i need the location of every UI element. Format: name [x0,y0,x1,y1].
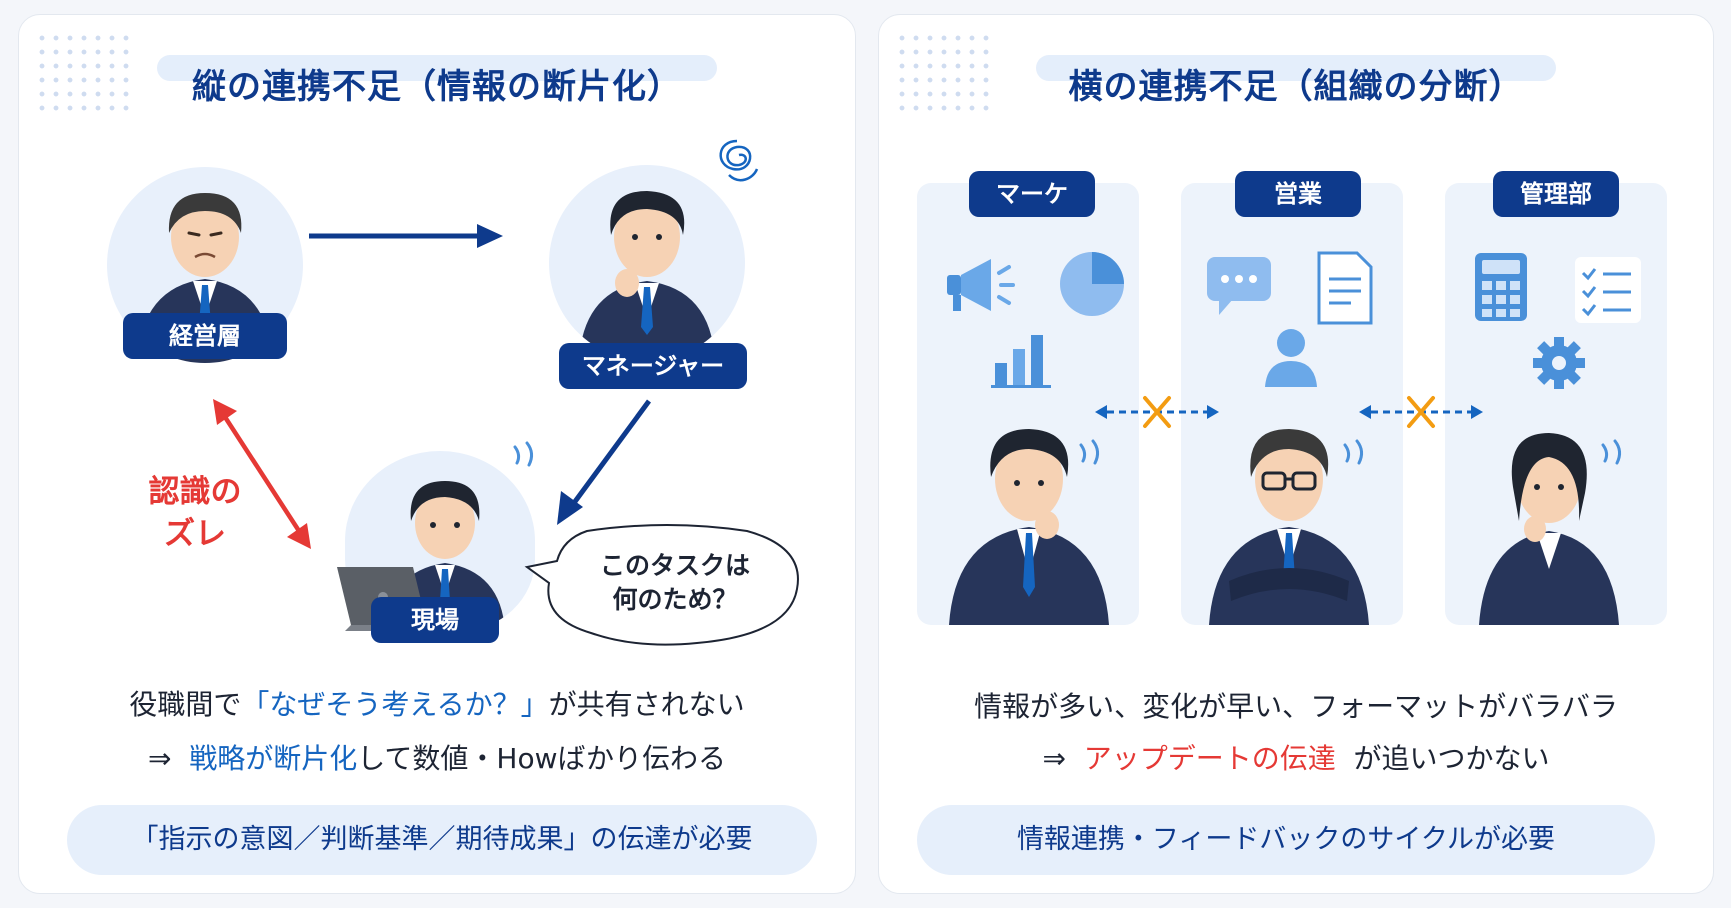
department-label-admin: 管理部 [1493,171,1619,217]
broken-link-marketing-sales [1095,396,1219,428]
admin-person-illustration [1479,433,1619,625]
sweat-drop-icon [1079,439,1100,465]
right-panel-title: 横の連携不足（組織の分断） [1068,67,1524,107]
sales-person-illustration [1209,429,1369,625]
gear-icon [1533,337,1585,389]
arrow-exec-to-manager [309,224,503,248]
manager-label: マネージャー [559,343,747,389]
mismatch-double-arrow [213,399,311,549]
field-label: 現場 [371,597,499,643]
right-summary-pill: 情報連携・フィードバックのサイクルが必要 [917,805,1655,875]
document-icon [1317,251,1373,325]
speech-bubble-text: このタスクは 何のため？ [599,551,750,614]
right-description-line1: 情報が多い、変化が早い、フォーマットがバラバラ [974,690,1618,723]
bar-chart-icon [991,335,1051,388]
sweat-drop-icon [1343,439,1364,465]
left-summary-pill: 「指示の意図／判断基準／期待成果」の伝達が必要 [67,805,817,875]
speech-bubble [524,524,799,646]
left-description-line1: 役職間で「なぜそう考えるか？」が共有されない [129,688,745,721]
department-label-marketing: マーケ [969,171,1095,217]
left-description-line2: ⇒ 戦略が断片化して数値・Howばかり伝わる [147,742,727,775]
megaphone-icon [947,259,1015,311]
manager-avatar [549,165,745,361]
vertical-collaboration-panel: 縦の連携不足（情報の断片化） 経営層 [18,14,856,894]
left-panel-title: 縦の連携不足（情報の断片化） [192,67,682,107]
sweat-drop-icon [1601,439,1622,465]
dot-pattern-decoration [895,31,991,119]
broken-link-sales-admin [1359,396,1483,428]
person-icon [1265,329,1317,387]
title-highlight [1036,55,1556,81]
title-highlight [157,55,717,81]
horizontal-collaboration-panel: 横の連携不足（組織の分断） マーケ 営業 管理部 [878,14,1714,894]
calculator-icon [1475,253,1527,321]
chat-icon [1207,257,1271,315]
pie-chart-icon [1060,252,1124,316]
confused-scribble-icon [719,139,759,182]
dot-pattern-decoration [35,31,131,119]
mismatch-label: 認識の ズレ [148,474,242,552]
sweat-drop-icon [513,441,534,467]
department-label-sales: 営業 [1235,171,1361,217]
arrow-manager-to-field [557,399,652,525]
executive-label: 経営層 [123,313,287,359]
marketing-person-illustration [949,429,1109,625]
checklist-icon [1575,257,1641,323]
right-description-line2: ⇒ アップデートの伝達 が追いつかない [1042,742,1550,775]
